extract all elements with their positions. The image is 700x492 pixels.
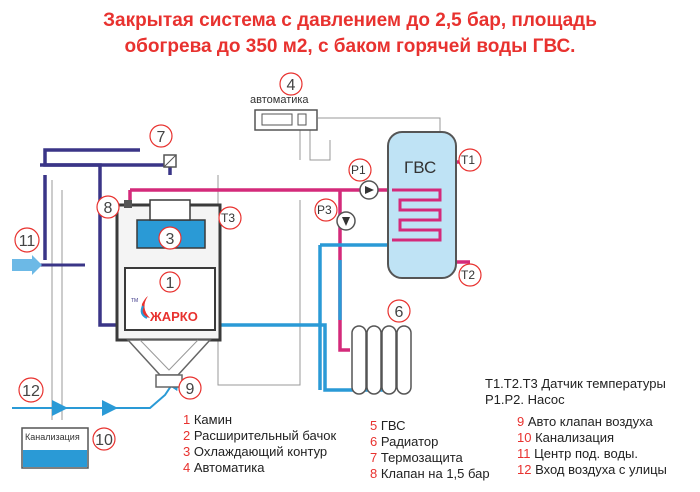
marker-1: 1 bbox=[166, 275, 175, 292]
legend-col3: 9 Авто клапан воздуха 10 Канализация 11 … bbox=[517, 414, 667, 478]
dhw-coil bbox=[392, 188, 442, 242]
marker-3: 3 bbox=[166, 231, 175, 248]
diagram-title-line2: обогрева до 350 м2, с баком горячей воды… bbox=[124, 36, 576, 57]
pump-note: P1.P2. Насос bbox=[485, 392, 565, 407]
sensor-t3-label: T3 bbox=[221, 211, 235, 225]
legend-item: 3 Охлаждающий контур bbox=[183, 444, 328, 459]
legend-item: 5 ГВС bbox=[370, 418, 406, 433]
pump-p1-label: P1 bbox=[351, 163, 366, 177]
drain-label: Канализация bbox=[25, 432, 80, 442]
brand-name: ЖАРКО bbox=[149, 309, 198, 324]
automation-label: автоматика bbox=[250, 94, 309, 106]
sensor-t2-label: T2 bbox=[461, 268, 475, 282]
dark-top-pipe bbox=[40, 163, 172, 175]
legend-col1: 1 Камин 2 Расширительный бачок 3 Охлажда… bbox=[183, 412, 336, 476]
legend-item: 7 Термозащита bbox=[370, 450, 463, 465]
sensor-t1-label: T1 bbox=[461, 153, 475, 167]
marker-9: 9 bbox=[186, 381, 195, 398]
legend-item: 9 Авто клапан воздуха bbox=[517, 414, 653, 429]
legend-item: 2 Расширительный бачок bbox=[183, 428, 337, 443]
marker-7: 7 bbox=[157, 129, 166, 146]
legend-item: 12 Вход воздуха с улицы bbox=[517, 462, 667, 477]
marker-8: 8 bbox=[104, 200, 113, 217]
marker-12: 12 bbox=[22, 383, 40, 400]
water-inlet-arrow bbox=[12, 255, 42, 275]
legend-item: 6 Радиатор bbox=[370, 434, 439, 449]
marker-11: 11 bbox=[19, 233, 36, 250]
sensor-note: T1.T2.T3 Датчик температуры bbox=[485, 376, 666, 391]
expansion-tank bbox=[149, 199, 191, 221]
dhw-tank bbox=[387, 131, 457, 279]
marker-6: 6 bbox=[395, 304, 404, 321]
pressure-valve bbox=[124, 200, 132, 208]
legend-item: 1 Камин bbox=[183, 412, 233, 427]
legend-item: 10 Канализация bbox=[517, 430, 615, 445]
diagram-title-line1: Закрытая система с давлением до 2,5 бар,… bbox=[103, 10, 597, 31]
pump-p3-label: P3 bbox=[317, 203, 332, 217]
brand-flame bbox=[141, 296, 150, 318]
marker-10: 10 bbox=[95, 432, 113, 449]
legend-item: 4 Автоматика bbox=[183, 460, 265, 475]
radiator bbox=[351, 325, 412, 395]
dhw-tank-label: ГВС bbox=[404, 158, 436, 177]
legend-item: 8 Клапан на 1,5 бар bbox=[370, 466, 490, 481]
legend-item: 11 Центр под. воды. bbox=[517, 446, 638, 461]
cold-pipes bbox=[220, 243, 395, 392]
brand-tm: TM bbox=[131, 298, 138, 304]
marker-4: 4 bbox=[287, 77, 296, 94]
legend-col2: 5 ГВС 6 Радиатор 7 Термозащита 8 Клапан … bbox=[370, 418, 490, 482]
